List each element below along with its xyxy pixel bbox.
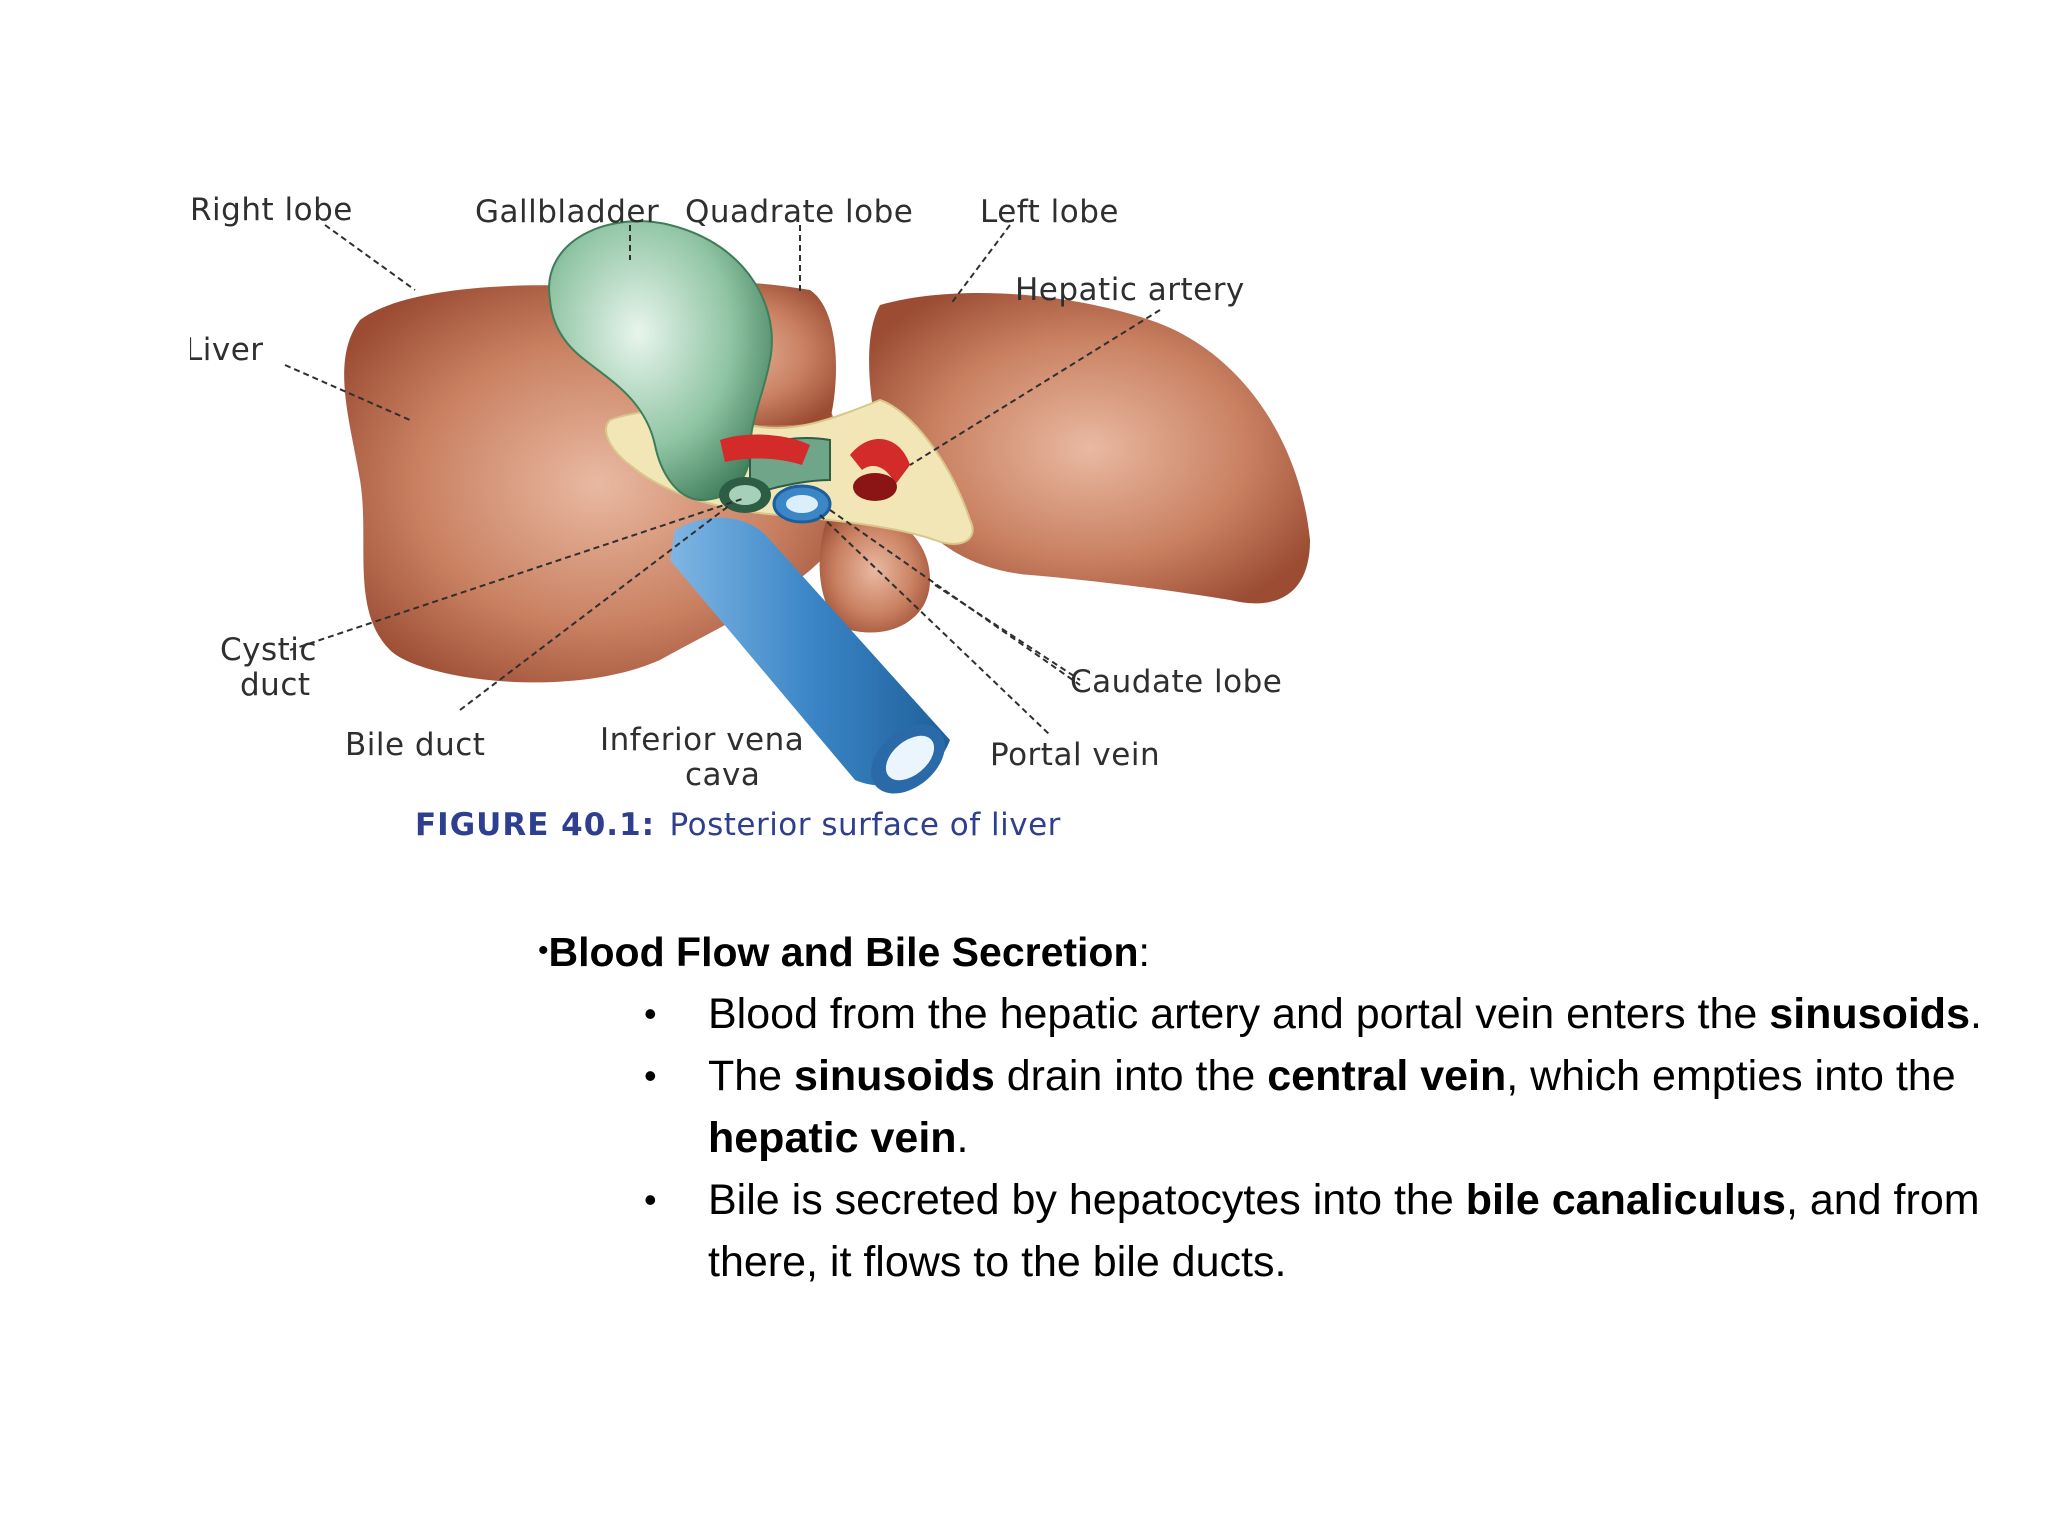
label-left-lobe: Left lobe [980,194,1119,230]
bullet-icon: • [644,993,657,1034]
bullet-icon: • [644,1179,657,1220]
label-caudate-lobe: Caudate lobe [1070,664,1282,700]
label-quadrate-lobe: Quadrate lobe [685,194,913,230]
caudate-lobe-shape [819,508,930,633]
label-gallbladder: Gallbladder [475,194,659,230]
list-item: •Bile is secreted by hepatocytes into th… [538,1169,2028,1293]
heading-colon: : [1138,929,1150,975]
liver-figure: Right lobe Gallbladder Quadrate lobe Lef… [190,180,1510,860]
label-ivc-1: Inferior vena [600,722,804,758]
figure-caption: FIGURE 40.1: Posterior surface of liver [415,807,1061,843]
hepatic-artery-shape [720,434,810,465]
ivc-shape [670,517,950,786]
label-hepatic-artery: Hepatic artery [1015,272,1245,308]
label-liver: Liver [190,332,264,368]
label-right-lobe: Right lobe [190,192,353,228]
label-bile-duct: Bile duct [345,727,485,763]
label-ivc-2: cava [685,757,760,793]
caption-text: Posterior surface of liver [670,807,1061,843]
label-cystic-duct-2: duct [240,667,311,703]
caption-number: FIGURE 40.1: [415,807,655,843]
label-cystic-duct-1: Cystic [220,632,317,668]
hepatic-artery-opening [853,473,897,501]
slide-text: •Blood Flow and Bile Secretion: •Blood f… [538,920,2028,1293]
bullet-list: •Blood from the hepatic artery and porta… [538,983,2028,1293]
label-portal-vein: Portal vein [990,737,1160,773]
list-item: •The sinusoids drain into the central ve… [538,1045,2028,1169]
heading-bold: Blood Flow and Bile Secretion [548,929,1139,975]
section-heading: •Blood Flow and Bile Secretion: [538,920,2028,983]
left-lobe-shape [869,293,1310,604]
bullet-icon: • [644,1055,657,1096]
heading-bullet: • [538,934,549,967]
list-item: •Blood from the hepatic artery and porta… [538,983,2028,1045]
liver-diagram: Right lobe Gallbladder Quadrate lobe Lef… [190,192,1310,843]
